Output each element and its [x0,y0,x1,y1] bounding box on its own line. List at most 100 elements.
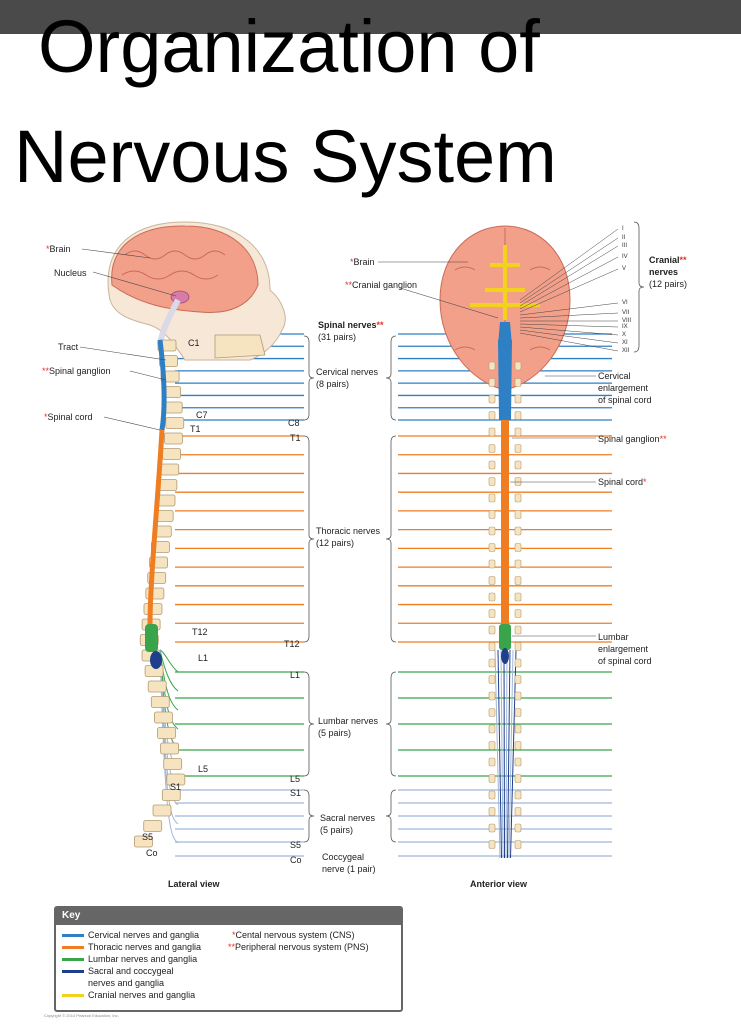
label-cranial-nerves-2: nerves [649,267,679,277]
anterior-ganglion-left [488,444,496,453]
anterior-ganglion-left [488,724,496,734]
anterior-brain [439,225,571,391]
cranial-nerve-numeral-8: VIII [622,318,632,324]
cranial-nerve-leader [519,245,619,307]
label-s5-lateral: S5 [142,832,154,842]
anterior-ganglion-right [514,559,522,569]
anterior-cord-lumbar [499,624,511,650]
lateral-vertebra [164,432,183,445]
anterior-ganglion-left [488,807,496,816]
anterior-ganglion-right [514,658,522,668]
label-t12-mid: T12 [284,639,300,649]
cranial-nerve-numeral-5: V [622,266,627,272]
label-lumbar-enlargement-2: enlargement [598,644,649,654]
cranial-nerve-leader [519,312,619,319]
anterior-ganglion-right [514,510,522,519]
page-title-line-2: Nervous System [14,115,557,198]
legend-key: Key Cervical nerves and ganglia Thoracic… [54,906,403,1012]
label-cervical-enlargement-2: enlargement [598,383,649,393]
anterior-ganglion-left [488,361,496,371]
label-s1-mid: S1 [290,788,302,798]
cranial-nerve-leader [519,329,619,344]
label-spinal-ganglion-anterior: Spinal ganglion** [598,434,667,444]
lateral-cord-cervical [157,339,167,431]
label-lumbar-nerves: Lumbar nerves [318,716,379,726]
brackets [79,221,645,843]
anterior-ganglion-right [514,840,522,849]
label-coccygeal: Coccygeal [322,852,365,862]
legend-swatch-sacral [62,970,84,974]
label-t12-lateral: T12 [192,627,208,637]
cranial-nerve-leader [519,256,619,310]
lateral-vertebra [161,789,181,801]
cranial-nerve-leader [519,268,619,313]
anterior-cauda-line [508,649,514,859]
anterior-ganglion-right [514,757,522,767]
label-cervical-enlargement-3: of spinal cord [598,395,652,405]
leader-line [103,416,161,431]
anterior-ganglion-right [514,361,522,371]
anterior-cauda-line [500,649,504,859]
anterior-ganglion-left [488,427,496,437]
label-l5-lateral: L5 [198,764,209,774]
anterior-ganglion-left [488,543,496,552]
label-lumbar-enlargement-1: Lumbar [598,632,629,642]
lateral-cord-thoracic [147,429,165,626]
lateral-vertebra [147,680,167,693]
bracket-cranial [633,221,645,353]
label-cervical-count: (8 pairs) [316,379,350,389]
bracket-sacral-left [303,789,315,843]
legend-item-sacral: Sacral and coccygeal [62,966,174,976]
label-s5-mid: S5 [290,840,302,850]
caption-anterior-view: Anterior view [470,879,528,889]
label-l1-lateral: L1 [198,653,209,663]
label-co-lateral: Co [146,848,158,858]
anterior-ganglion-right [514,444,522,453]
lateral-vertebra [165,417,185,429]
leader-line [81,248,151,259]
anterior-ganglion-left [488,526,496,536]
anterior-ganglion-left [488,691,496,701]
anterior-ganglion-left [488,609,496,618]
anterior-ganglion-left [488,493,496,503]
label-sacral-count: (5 pairs) [320,825,354,835]
legend-cns: *Cental nervous system (CNS) [232,930,355,940]
label-t1-lateral: T1 [190,424,201,434]
anterior-ganglion-right [514,774,522,783]
nerve-lines [159,333,612,859]
cranial-nerve-numeral-12: XII [622,348,630,354]
top-bar [0,0,741,34]
label-co-mid: Co [290,855,302,865]
anterior-ganglion-left [488,477,496,486]
label-sacral-nerves: Sacral nerves [320,813,376,823]
legend-swatch-cranial [62,994,84,998]
label-brain-anterior: *Brain [350,257,375,267]
anterior-ganglion-right [514,708,522,717]
cranial-nerve-leader [519,302,619,316]
lateral-vertebra [150,696,170,708]
cranial-nerve-numeral-11: XI [622,340,628,346]
legend-heading: Key [56,908,401,925]
anterior-ganglion-left [488,757,496,767]
anterior-ganglion-right [514,790,522,800]
label-nucleus: Nucleus [54,268,87,278]
label-thoracic-nerves: Thoracic nerves [316,526,381,536]
legend-item-cervical: Cervical nerves and ganglia [62,930,199,940]
lateral-vertebra [158,479,178,491]
cranial-nerve-leader [519,237,619,304]
anterior-ganglion-left [488,774,496,783]
bracket-thoracic-right [385,435,397,643]
anterior-ganglion-left [488,625,496,635]
anterior-cord-sacral [501,648,509,664]
lateral-cord-lumbar [145,624,158,652]
bracket-thoracic-left [303,435,315,643]
anterior-ganglion-right [514,807,522,816]
label-spinal-cord-anterior: Spinal cord* [598,477,647,487]
lateral-vertebra [152,804,172,817]
cranial-nerve-numeral-4: IV [622,254,628,260]
legend-swatch-thoracic [62,946,84,950]
legend-item-thoracic: Thoracic nerves and ganglia [62,942,201,952]
anterior-cauda-line [507,649,511,859]
anterior-cauda-line [503,649,505,859]
label-l5-mid: L5 [290,774,301,784]
